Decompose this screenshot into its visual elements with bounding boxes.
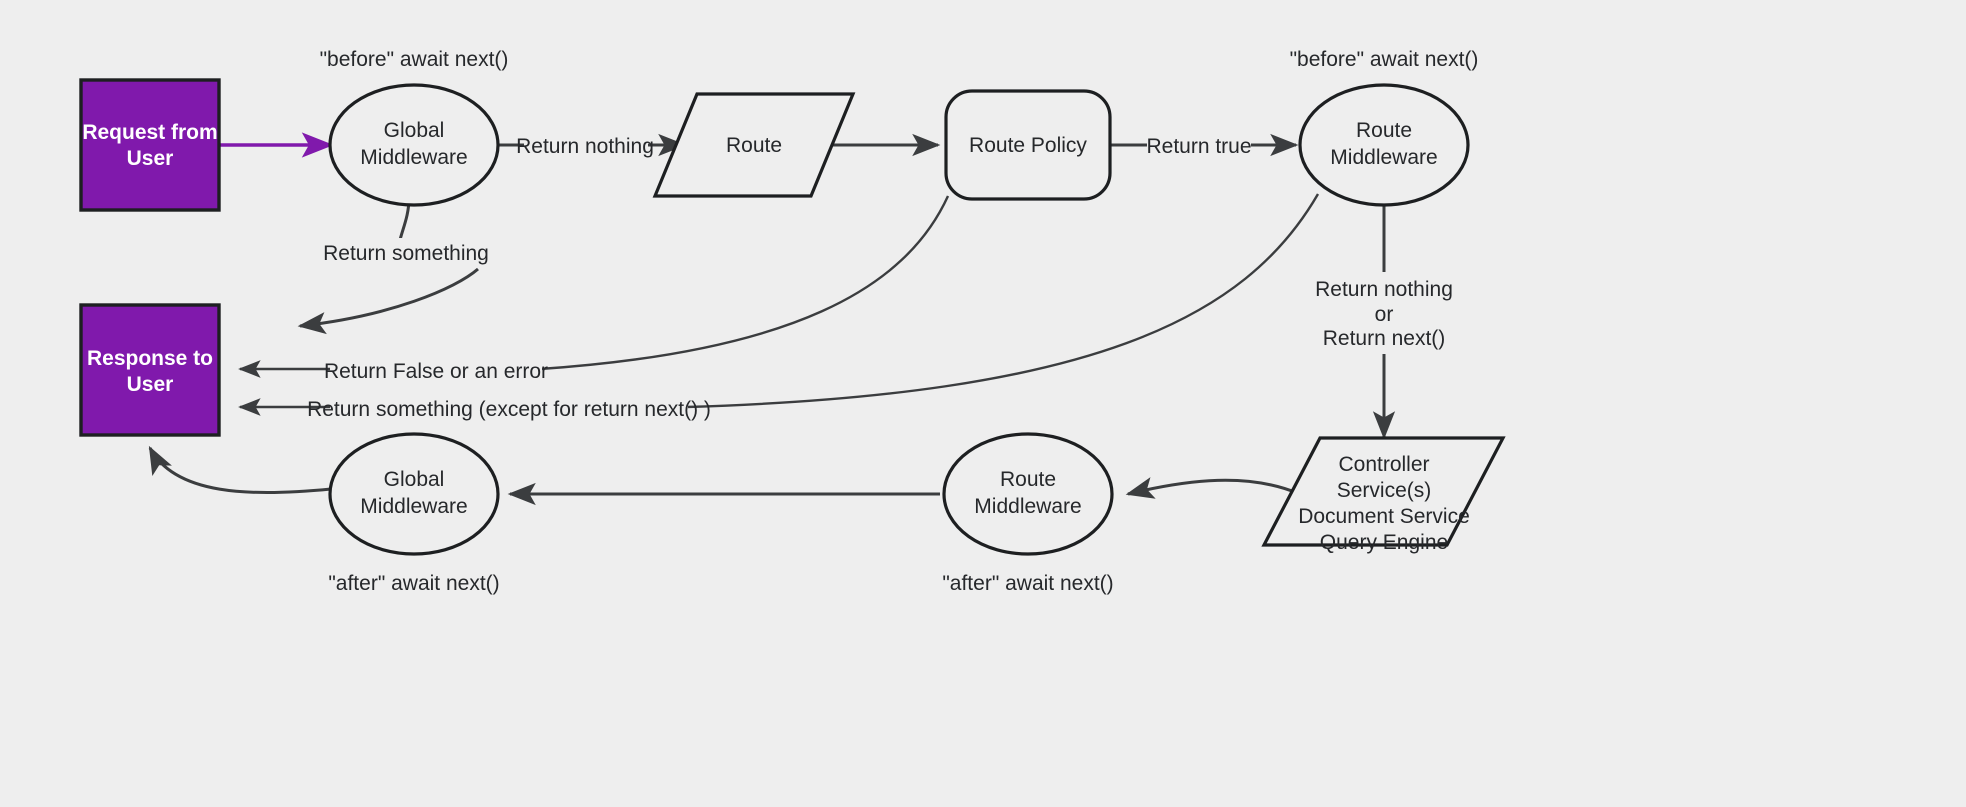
- route-middleware-before-line2: Middleware: [1330, 146, 1437, 169]
- route-label: Route: [726, 134, 782, 157]
- global-middleware-before-line2: Middleware: [360, 146, 467, 169]
- edge-global-middleware-after-to-response: [148, 445, 332, 495]
- node-route-middleware-after[interactable]: Route Middleware: [942, 432, 1114, 556]
- label-return-nothing: Return nothing: [516, 135, 654, 158]
- edge-route-policy-to-response: [238, 195, 950, 378]
- edge-label-return-nothing: Return nothing: [516, 131, 654, 159]
- label-return-something-except-next: Return something (except for return next…: [307, 398, 711, 421]
- label-return-true: Return true: [1146, 135, 1251, 158]
- edge-label-return-true: Return true: [1146, 131, 1252, 159]
- edge-label-return-something-except-next: Return something (except for return next…: [307, 394, 711, 422]
- label-return-false-or-error: Return False or an error: [324, 360, 548, 383]
- global-middleware-after-line2: Middleware: [360, 495, 467, 518]
- controller-line1: Controller: [1338, 453, 1429, 476]
- node-route[interactable]: Route: [652, 92, 856, 198]
- route-middleware-after-caption: "after" await next(): [942, 572, 1113, 595]
- route-middleware-before-line1: Route: [1356, 119, 1412, 142]
- label-or-line: or: [1375, 303, 1394, 326]
- global-middleware-after-caption: "after" await next(): [328, 572, 499, 595]
- edge-label-return-nothing-or-next: Return nothing or Return next(): [1306, 272, 1464, 354]
- node-controller-services[interactable]: Controller Service(s) Document Service Q…: [1261, 436, 1506, 554]
- node-global-middleware-after[interactable]: Global Middleware: [328, 432, 500, 556]
- request-line2: User: [127, 147, 174, 170]
- controller-line4: Query Engine: [1320, 531, 1448, 554]
- controller-line3: Document Service: [1298, 505, 1470, 528]
- global-middleware-before-line1: Global: [384, 119, 445, 142]
- node-route-middleware-before[interactable]: Route Middleware: [1298, 83, 1470, 207]
- label-return-next-line: Return next(): [1323, 327, 1446, 350]
- route-middleware-before-caption: "before" await next(): [1290, 48, 1479, 71]
- node-global-middleware-before[interactable]: Global Middleware: [328, 83, 500, 207]
- node-route-policy[interactable]: Route Policy: [944, 89, 1112, 201]
- label-return-nothing-line: Return nothing: [1315, 278, 1453, 301]
- edge-controller-to-route-middleware-after: [1125, 477, 1298, 499]
- route-middleware-after-line2: Middleware: [974, 495, 1081, 518]
- edge-label-return-false-or-error: Return False or an error: [324, 356, 548, 384]
- request-line1: Request from: [82, 121, 217, 144]
- node-request-from-user[interactable]: Request from User: [79, 78, 221, 212]
- node-response-to-user[interactable]: Response to User: [79, 303, 221, 437]
- controller-line2: Service(s): [1337, 479, 1432, 502]
- route-policy-label: Route Policy: [969, 134, 1087, 157]
- global-middleware-after-line1: Global: [384, 468, 445, 491]
- global-middleware-before-caption: "before" await next(): [320, 48, 509, 71]
- label-return-something: Return something: [323, 242, 489, 265]
- edge-route-middleware-to-response: [238, 193, 1320, 416]
- response-line2: User: [127, 373, 174, 396]
- route-middleware-after-line1: Route: [1000, 468, 1056, 491]
- edge-label-return-something: Return something: [323, 238, 489, 266]
- response-line1: Response to: [87, 347, 213, 370]
